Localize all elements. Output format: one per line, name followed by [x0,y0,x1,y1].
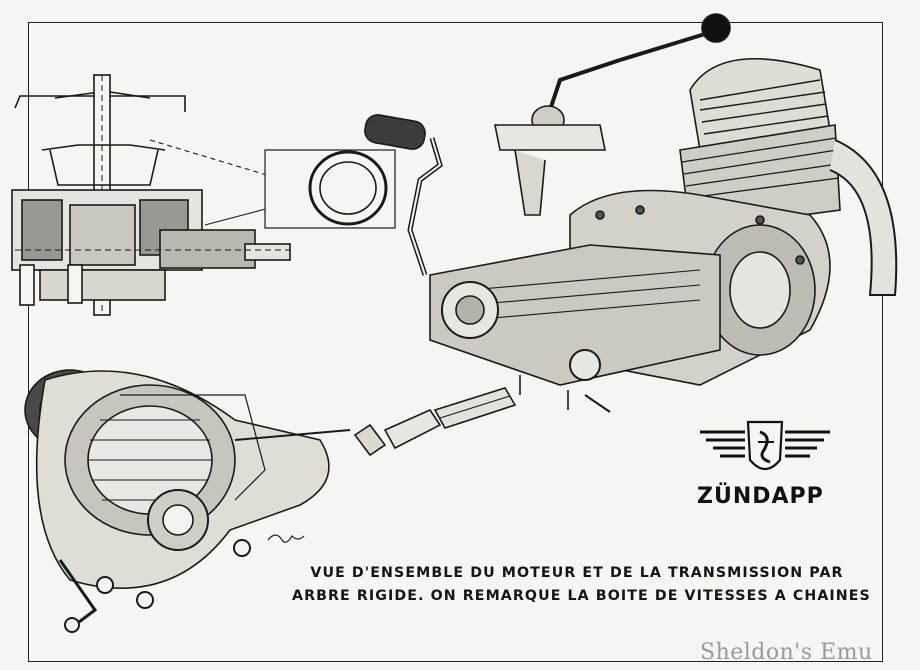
caption: VUE D'ENSEMBLE DU MOTEUR ET DE LA TRANSM… [292,562,871,608]
rear-wheel-hub [24,369,351,633]
caption-line-1: VUE D'ENSEMBLE DU MOTEUR ET DE LA TRANSM… [310,565,844,581]
engine-assembly [429,57,898,413]
drive-shaft [353,387,517,457]
page-frame [28,22,883,662]
sectional-gearbox-drawing [11,74,396,316]
gear-shift-lever [494,13,731,216]
brand-name: ZÜNDAPP [697,484,824,509]
zundapp-logo-icon [700,420,830,471]
kick-start-pedal [364,114,443,276]
artist-signature [267,534,305,543]
caption-line-2: ARBRE RIGIDE. ON REMARQUE LA BOITE DE VI… [292,588,871,604]
watermark: Sheldon's Emu [700,640,873,665]
